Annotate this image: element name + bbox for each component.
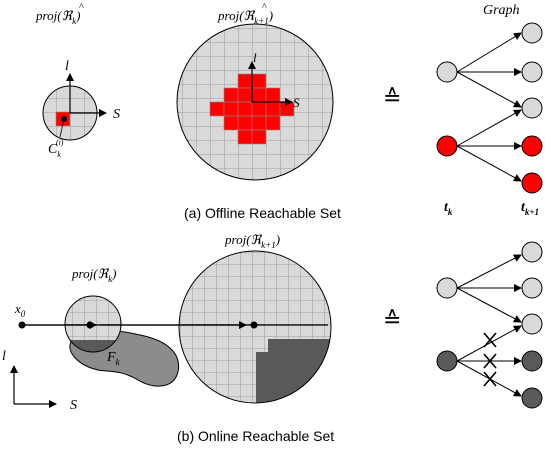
equiv-symbol-b: ≙ (383, 308, 401, 333)
graph-node (436, 350, 458, 372)
big-reach-set-b (178, 250, 332, 404)
hat-mark-big: ^ (262, 2, 267, 13)
axis-s-label-b: S (70, 398, 77, 413)
graph-node (521, 350, 543, 372)
equiv-symbol-a: ≙ (383, 86, 401, 111)
graph-node (521, 172, 543, 194)
proj-big-label: proj(ℜk+1) (217, 8, 273, 26)
graph-node (521, 241, 543, 263)
state-point-k1 (250, 321, 258, 329)
graph-title: Graph (483, 3, 520, 18)
axis-l-label-b: l (2, 349, 6, 364)
graph-node (521, 97, 543, 119)
offline-graph (456, 32, 522, 182)
graph-node (521, 313, 543, 335)
graph-node (521, 61, 543, 83)
hat-mark-small: ^ (79, 2, 84, 13)
offline-section: proj(ℜk) ^ proj(ℜk+1) ^ l S Ck(i) (35, 2, 543, 221)
axis-s-label-big: S (293, 95, 300, 110)
online-graph (456, 254, 522, 397)
x0-label: x0 (14, 301, 26, 319)
start-point (18, 321, 26, 329)
graph-node (521, 22, 543, 44)
caption-offline: (a) Offline Reachable Set (184, 205, 341, 221)
graph-node (436, 277, 458, 299)
offline-graph-nodes (436, 22, 543, 194)
obstacle-label: Fk (106, 350, 121, 367)
axis-l-label: l (65, 59, 69, 74)
online-graph-nodes (436, 241, 543, 409)
state-point-k (86, 321, 94, 329)
proj-big-label-b: proj(ℜk+1) (224, 232, 280, 250)
small-reach-set: l S Ck(i) (42, 59, 120, 159)
proj-small-label-b: proj(ℜk) (71, 266, 116, 284)
cell-label: Ck(i) (48, 138, 64, 159)
axis-l-label-big: l (253, 50, 257, 65)
graph-node (436, 135, 458, 157)
online-section: proj(ℜk+1) proj(ℜk) Fk (2, 232, 543, 444)
blocked-edge-marks (483, 332, 497, 387)
time-label-tk: tk (444, 200, 453, 217)
big-reach-set: l S (176, 23, 334, 181)
cell-point (61, 116, 67, 122)
graph-node (521, 135, 543, 157)
graph-node (436, 61, 458, 83)
proj-small-label: proj(ℜk) (35, 8, 80, 26)
axis-s-label: S (113, 107, 120, 122)
graph-node (521, 277, 543, 299)
caption-online: (b) Online Reachable Set (177, 428, 334, 444)
time-label-tk1: tk+1 (521, 200, 539, 217)
graph-node (521, 387, 543, 409)
